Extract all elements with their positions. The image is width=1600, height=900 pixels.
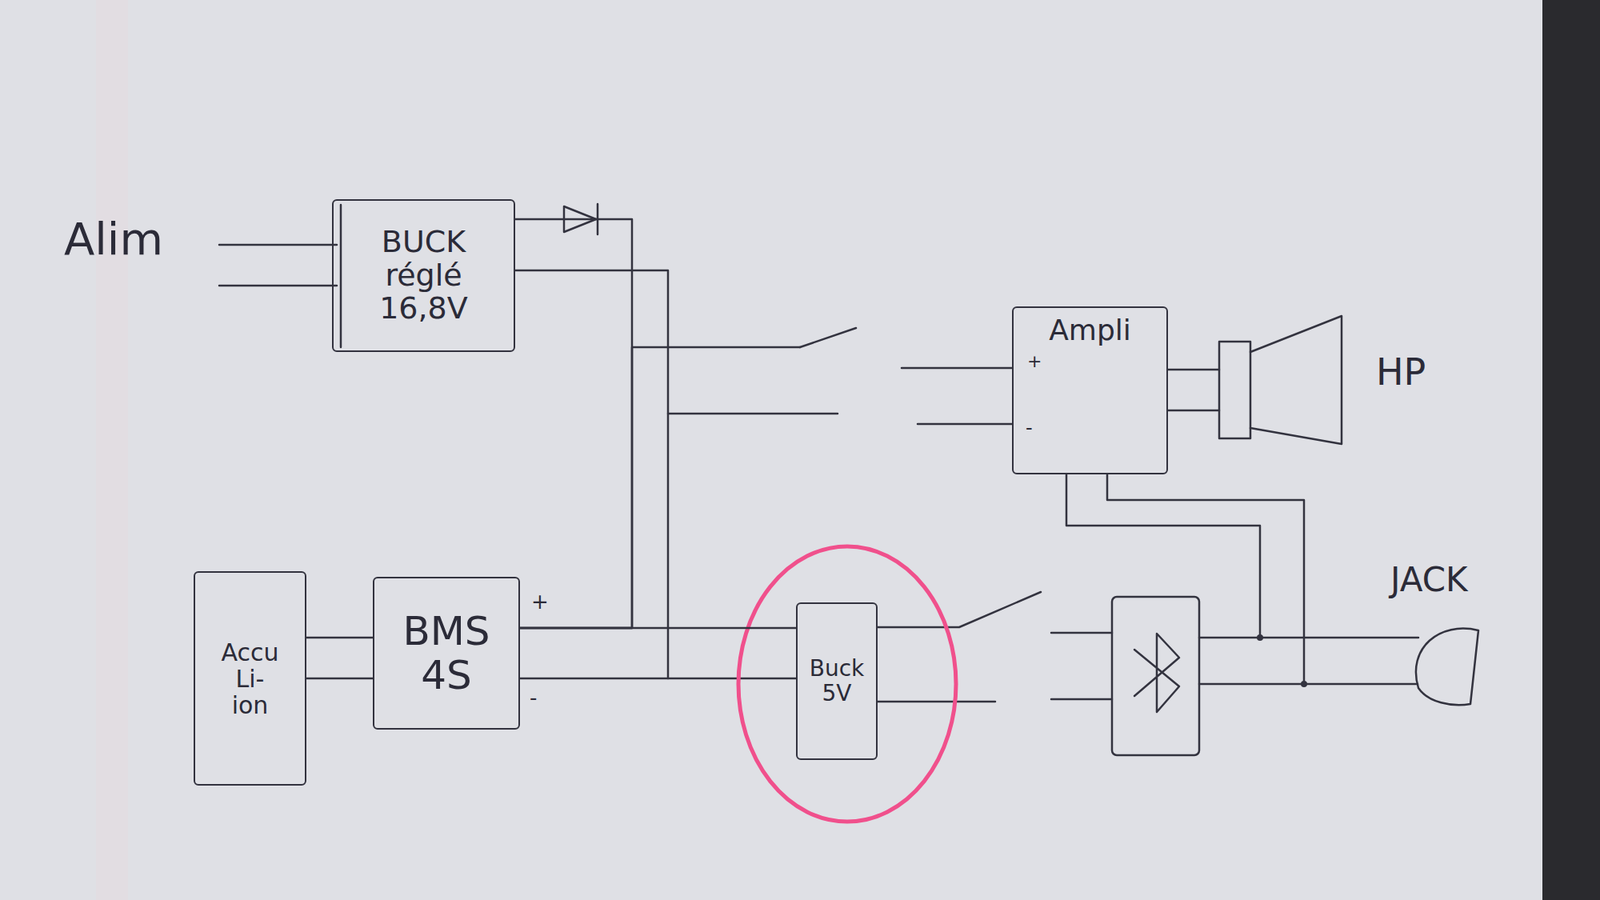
wire-label: - — [529, 686, 537, 710]
switch-symbol — [877, 592, 1041, 628]
buck5v-negative-wire — [877, 700, 996, 704]
wire-connector — [520, 347, 1012, 628]
wire-label: Alim — [64, 214, 164, 264]
module-label: Ampli — [1048, 314, 1132, 347]
module-label: Accu Li-ion — [221, 639, 280, 719]
switch-symbol — [800, 328, 856, 348]
bluetooth-module — [1112, 596, 1200, 756]
wire-label: JACK — [1390, 561, 1468, 599]
wire-connector — [306, 636, 373, 640]
speaker-magnet — [1219, 341, 1251, 439]
wire-connector — [515, 219, 632, 628]
highlight-circle — [738, 546, 956, 822]
speaker-wire — [1168, 369, 1220, 411]
junction-dot — [1300, 680, 1308, 688]
bt-input-wire — [1051, 632, 1112, 700]
module-box: BMS 4S — [372, 576, 520, 730]
paper-smear — [96, 0, 128, 900]
module-label: BUCK réglé 16,8V — [379, 225, 468, 326]
module-label: Buck 5V — [809, 656, 865, 707]
wire-label: - — [1025, 417, 1033, 439]
junction-dot — [1256, 634, 1264, 641]
speaker-cone — [1250, 316, 1342, 444]
negative-rail-wire — [520, 677, 796, 680]
buck-input-bar — [340, 204, 343, 348]
battery-negative-wire — [306, 677, 373, 680]
mains-input-wire — [219, 244, 337, 286]
module-box: BUCK réglé 16,8V — [332, 199, 516, 352]
module-box: Buck 5V — [796, 602, 878, 760]
module-box: Ampli — [1012, 306, 1168, 475]
table-edge — [1542, 0, 1600, 900]
wire-label: + — [531, 590, 549, 614]
amp-negative-wire — [668, 413, 1012, 424]
wire-label: HP — [1376, 352, 1426, 393]
amp-audio-wire — [1066, 474, 1304, 684]
bluetooth-symbol — [1134, 633, 1180, 712]
wire-label: + — [1027, 352, 1042, 372]
charge-negative-wire — [515, 270, 668, 679]
module-label: BMS 4S — [402, 609, 490, 698]
jack-symbol — [1416, 628, 1479, 706]
jack-wire — [1199, 637, 1419, 684]
module-box: Accu Li-ion — [193, 571, 307, 786]
